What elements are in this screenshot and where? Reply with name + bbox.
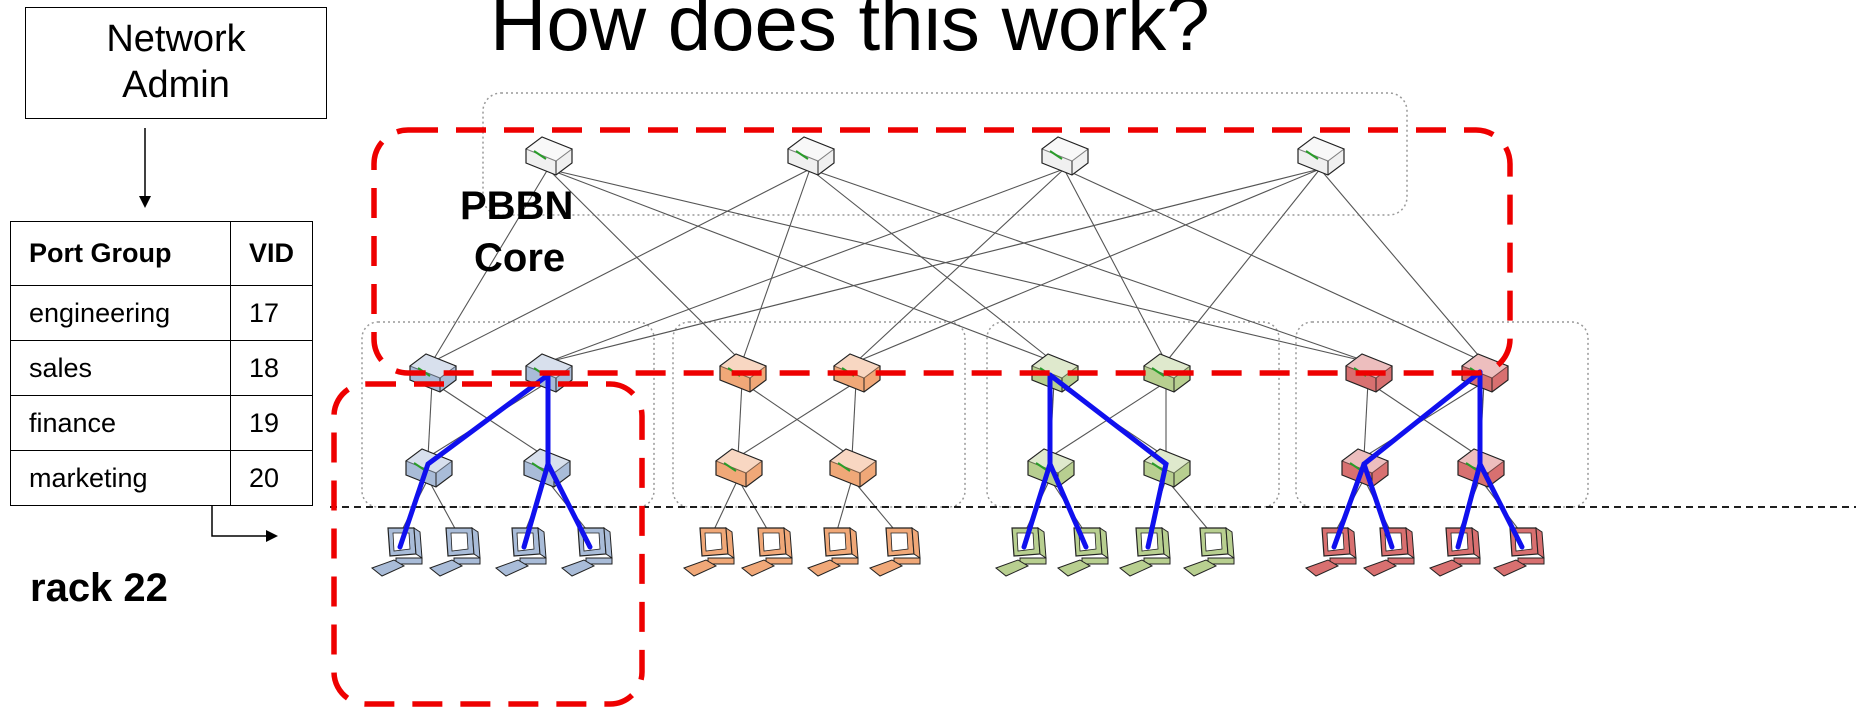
agg-edge-link: [737, 381, 743, 458]
pod-group-box-green: [986, 321, 1280, 508]
column-header-vid: VID: [230, 221, 313, 286]
vid-cell: 20: [230, 450, 313, 506]
port-group-table: Port Group VID engineering 17 sales 18 f…: [10, 221, 313, 506]
pbbn-core-label: PBBN Core: [460, 180, 573, 284]
vlan-path: [1047, 372, 1169, 550]
core-agg-link: [547, 168, 1055, 363]
core-agg-link: [1165, 168, 1321, 363]
pod-group-box-blue: [361, 321, 655, 508]
host-computer: [1304, 527, 1357, 577]
core-agg-link: [741, 168, 811, 363]
host-computer: [494, 527, 547, 577]
network-admin-box: Network Admin: [25, 7, 327, 119]
vlan-path: [397, 372, 551, 550]
admin-label-line1: Network: [106, 18, 246, 61]
table-row: marketing 20: [10, 450, 313, 506]
agg-edge-link: [737, 381, 857, 458]
host-computer: [1492, 527, 1545, 577]
host-computer: [1118, 527, 1171, 577]
port-group-cell: engineering: [10, 285, 231, 341]
table-row: sales 18: [10, 340, 313, 396]
core-switch: [1296, 136, 1346, 176]
core-agg-link: [547, 168, 1065, 363]
admin-label-line2: Admin: [122, 64, 230, 106]
vid-cell: 18: [230, 340, 313, 396]
core-switch: [524, 136, 574, 176]
host-computer: [1428, 527, 1481, 577]
port-group-cell: finance: [10, 395, 231, 451]
edge-host-link: [835, 478, 853, 535]
core-agg-link: [547, 168, 743, 363]
vlan-path: [1047, 461, 1089, 550]
agg-edge-link: [851, 381, 857, 458]
port-group-cell: marketing: [10, 450, 231, 506]
host-computer: [868, 527, 921, 577]
vlan-path: [545, 461, 593, 550]
core-agg-link: [431, 168, 549, 363]
core-label-line2: Core: [474, 236, 566, 280]
pod-group-box-orange: [672, 321, 966, 508]
host-computer: [740, 527, 793, 577]
host-computer: [1362, 527, 1415, 577]
host-computer: [1182, 527, 1235, 577]
pod-group-box-red: [1295, 321, 1589, 508]
host-computer: [428, 527, 481, 577]
vid-cell: 17: [230, 285, 313, 341]
edge-switch: [714, 448, 764, 488]
edge-switch: [828, 448, 878, 488]
host-computer: [560, 527, 613, 577]
core-agg-link: [855, 168, 1321, 363]
core-agg-link: [1319, 168, 1485, 363]
agg-edge-link: [1363, 381, 1369, 458]
table-header-row: Port Group VID: [10, 221, 313, 286]
core-label-line1: PBBN: [460, 184, 574, 228]
core-agg-link: [547, 168, 1321, 363]
core-agg-link: [855, 168, 1065, 363]
column-header-port-group: Port Group: [10, 221, 231, 286]
table-row: engineering 17: [10, 285, 313, 341]
edge-host-link: [711, 478, 739, 535]
core-agg-link: [1063, 168, 1485, 363]
agg-edge-link: [427, 381, 433, 458]
host-computer: [370, 527, 423, 577]
port-group-cell: sales: [10, 340, 231, 396]
vlan-path: [1361, 461, 1395, 550]
rack-label: rack 22: [30, 566, 168, 610]
core-switch: [1040, 136, 1090, 176]
host-computer: [806, 527, 859, 577]
arrowhead-icon: [139, 196, 151, 208]
core-agg-link: [431, 168, 811, 363]
host-computer: [682, 527, 735, 577]
pbbn-core-region: [371, 127, 1513, 376]
rack-22-region: [331, 381, 645, 707]
core-switch: [786, 136, 836, 176]
vlan-path: [1477, 461, 1525, 550]
table-row: finance 19: [10, 395, 313, 451]
vid-cell: 19: [230, 395, 313, 451]
arrowhead-icon: [266, 530, 278, 542]
core-agg-link: [1063, 168, 1167, 363]
slide-title: How does this work?: [490, 0, 1210, 67]
core-agg-link: [547, 168, 1369, 363]
rack-pointer-arrow: [211, 492, 268, 537]
host-computer: [994, 527, 1047, 577]
